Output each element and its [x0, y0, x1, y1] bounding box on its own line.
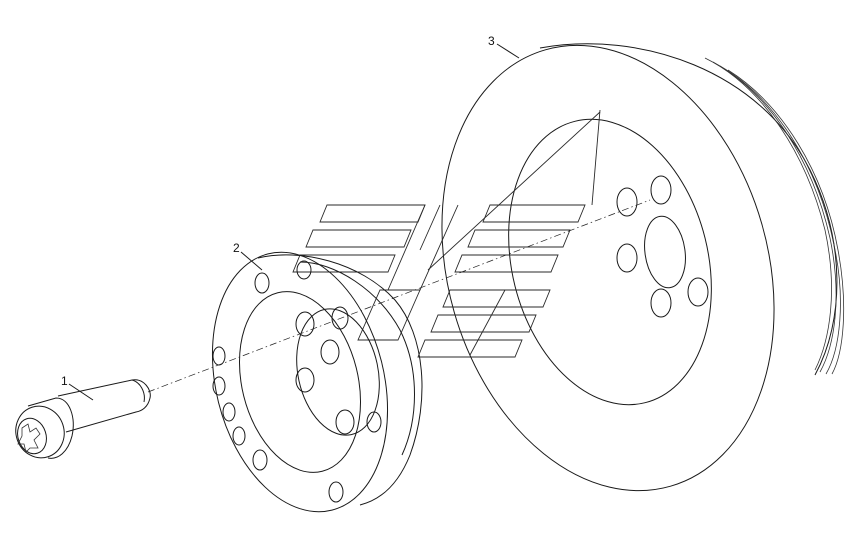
callout-label-2: 2	[233, 241, 240, 255]
damper-pulley-icon	[441, 43, 845, 492]
callout-label-1: 1	[61, 374, 68, 388]
hub-flange-icon	[211, 251, 423, 513]
callout-2: 2	[233, 241, 263, 271]
socket-head-bolt-icon	[15, 379, 151, 459]
callout-1: 1	[61, 374, 94, 401]
brand-logo-watermark	[292, 109, 601, 358]
callout-label-3: 3	[488, 34, 495, 48]
axis-centerline	[147, 199, 651, 393]
callout-3: 3	[488, 34, 520, 59]
